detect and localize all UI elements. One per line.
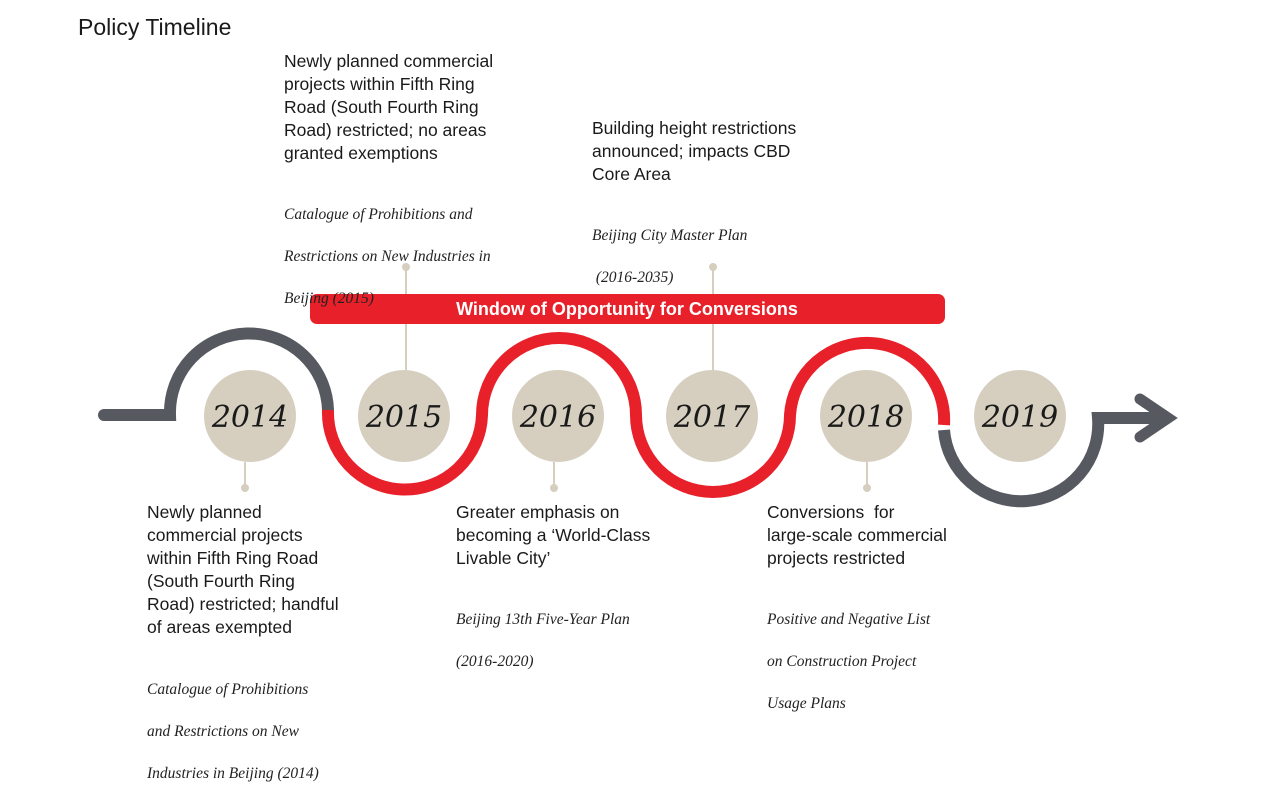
connector-dot-2015 xyxy=(402,263,410,271)
year-label: 2019 xyxy=(981,400,1058,435)
year-label: 2015 xyxy=(365,400,442,435)
event-2015-description: Newly planned commercial projects within… xyxy=(284,51,494,163)
event-2016-source: Beijing 13th Five-Year Plan (2016-2020) xyxy=(456,611,630,670)
year-node-2016: 2016 xyxy=(512,370,604,462)
year-node-2019: 2019 xyxy=(974,370,1066,462)
track-start xyxy=(98,327,334,421)
connector-dot-2018 xyxy=(863,484,871,492)
event-2016-description: Greater emphasis on becoming a ‘World-Cl… xyxy=(456,502,651,568)
year-node-2018: 2018 xyxy=(820,370,912,462)
event-2018-description: Conversions for large-scale commercial p… xyxy=(767,502,947,568)
event-2015-source: Catalogue of Prohibitions and Restrictio… xyxy=(284,206,491,307)
timeline-graphic: Window of Opportunity for Conversions 20… xyxy=(98,263,1178,508)
event-2017-source: Beijing City Master Plan (2016-2035) xyxy=(592,227,748,286)
connector-dot-2014 xyxy=(241,484,249,492)
year-node-2014: 2014 xyxy=(204,370,296,462)
opportunity-banner xyxy=(310,294,945,324)
year-label: 2014 xyxy=(211,400,288,435)
event-2018-source: Positive and Negative List on Constructi… xyxy=(767,611,931,712)
arrow-head-icon xyxy=(1134,393,1178,443)
track-end xyxy=(938,412,1160,508)
year-node-2015: 2015 xyxy=(358,370,450,462)
connector-dot-2017 xyxy=(709,263,717,271)
year-label: 2018 xyxy=(827,400,904,435)
page-title: Policy Timeline xyxy=(78,14,232,40)
track-red-wave xyxy=(321,332,951,498)
year-label: 2016 xyxy=(519,400,596,435)
event-2017-description: Building height restrictions announced; … xyxy=(592,118,797,184)
year-node-2017: 2017 xyxy=(666,370,758,462)
event-2014-description: Newly planned commercial projects within… xyxy=(147,502,339,637)
opportunity-banner-label: Window of Opportunity for Conversions xyxy=(456,299,798,319)
connector-dot-2016 xyxy=(550,484,558,492)
year-label: 2017 xyxy=(673,400,751,435)
